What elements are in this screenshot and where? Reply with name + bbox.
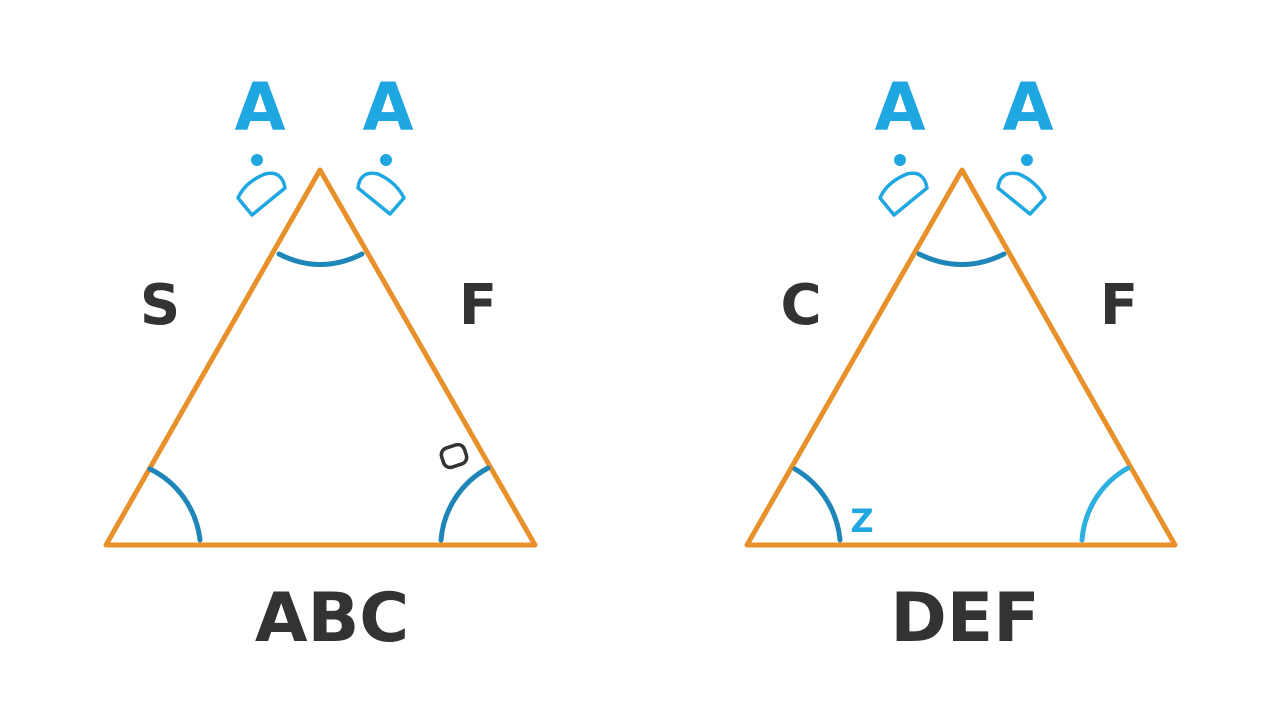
top-mark-right-def: A xyxy=(1002,69,1053,146)
top-mark-left-abc: A xyxy=(234,69,285,146)
wedge-mark-left-def xyxy=(878,171,929,217)
dot-right-def xyxy=(1021,154,1033,166)
dot-left-abc xyxy=(251,154,263,166)
triangle-abc xyxy=(103,167,538,548)
side-label-right-abc: F xyxy=(459,273,497,338)
angle-arc-left-def xyxy=(792,466,843,543)
top-mark-left-def: A xyxy=(874,69,925,146)
triangle-def xyxy=(744,167,1178,548)
corner-mark-def: Z xyxy=(850,502,873,540)
triangle-abc-group: A A S F ABC xyxy=(103,69,538,658)
side-label-right-def: F xyxy=(1100,273,1138,338)
wedge-mark-right-def xyxy=(996,171,1047,216)
wedge-mark-left-abc xyxy=(236,171,287,217)
triangle-name-def: DEF xyxy=(890,579,1039,658)
side-label-left-abc: S xyxy=(140,273,180,338)
side-label-left-def: C xyxy=(780,273,821,338)
corner-mark-abc xyxy=(439,442,469,470)
dot-right-abc xyxy=(380,154,392,166)
triangle-def-group: A A Z C F DEF xyxy=(744,69,1178,658)
triangle-name-abc: ABC xyxy=(255,579,409,658)
dot-left-def xyxy=(894,154,906,166)
angle-arc-top-abc xyxy=(276,251,365,267)
angle-arc-right-def xyxy=(1079,465,1131,543)
wedge-mark-right-abc xyxy=(356,171,406,216)
top-mark-right-abc: A xyxy=(362,69,413,146)
angle-arc-right-abc xyxy=(438,465,491,543)
angle-arc-top-def xyxy=(916,251,1007,267)
angle-arc-left-abc xyxy=(147,466,203,543)
